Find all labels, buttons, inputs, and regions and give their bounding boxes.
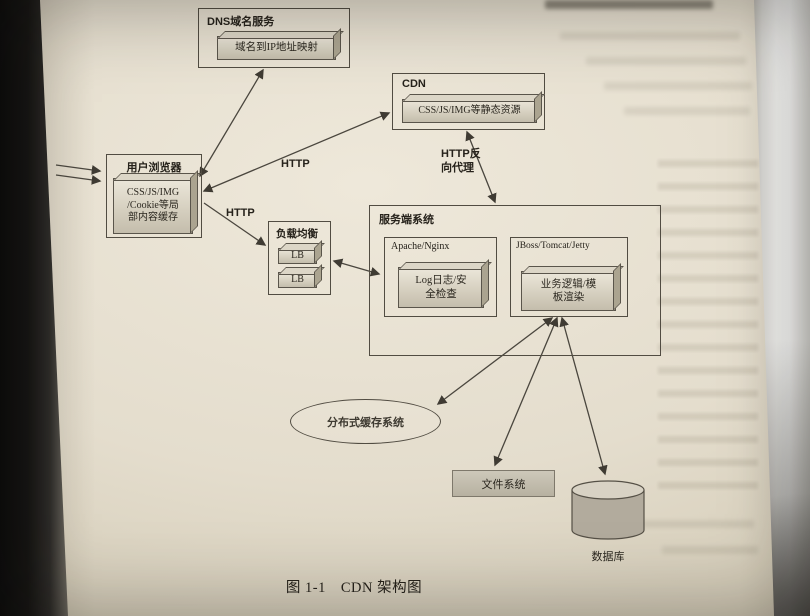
server-system-title: 服务端系统: [379, 214, 434, 226]
load-balancer-box: 负载均衡 LB LB: [268, 221, 331, 295]
bleed-through-text: [586, 57, 746, 65]
app-server-box: JBoss/Tomcat/Jetty 业务逻辑/模 板渲染: [510, 237, 628, 317]
arrow-user-input-2: [55, 174, 102, 185]
web-server-box: Apache/Nginx Log日志/安 全检查: [384, 237, 497, 317]
dns-mapping-box: 域名到IP地址映射: [217, 36, 336, 60]
cdn-static-assets-box: CSS/JS/IMG等静态资源: [402, 99, 537, 123]
database-cylinder: [571, 480, 645, 540]
dns-service-box: DNS域名服务 域名到IP地址映射: [198, 8, 350, 68]
edge-appserver-database: [559, 316, 608, 476]
edge-cdn-server: [465, 130, 497, 204]
http-label-lb: HTTP: [226, 207, 255, 219]
edge-browser-lb: [203, 202, 267, 246]
file-system-box: 文件系统: [452, 470, 555, 497]
web-server-title: Apache/Nginx: [391, 241, 450, 252]
business-logic-box: 业务逻辑/模 板渲染: [521, 271, 616, 311]
reverse-proxy-label: HTTP反 向代理: [441, 148, 481, 174]
app-server-title: JBoss/Tomcat/Jetty: [516, 241, 590, 251]
figure-caption: 图 1-1 CDN 架构图: [285, 580, 423, 596]
load-balancer-title: 负载均衡: [276, 228, 318, 240]
bleed-through-text: [624, 107, 750, 115]
server-system-box: 服务端系统 Apache/Nginx Log日志/安 全检查 JBoss/Tom…: [369, 205, 661, 356]
edge-browser-dns: [199, 68, 264, 178]
bleed-through-text: [604, 82, 752, 90]
bleed-through-text: [642, 520, 754, 528]
bleed-through-text: [662, 546, 758, 554]
bleed-through-text: [560, 32, 740, 40]
edge-browser-cdn: [202, 111, 391, 193]
bleed-through-column: [658, 160, 758, 500]
edge-appserver-filesystem: [493, 316, 559, 467]
cdn-title: CDN: [402, 78, 426, 90]
http-label-cdn: HTTP: [281, 158, 310, 170]
edge-lb-webserver: [332, 258, 381, 277]
blurred-header-text: [545, 0, 713, 9]
arrow-user-input-1: [55, 164, 102, 175]
browser-local-cache-box: CSS/JS/IMG /Cookie等局 部内容缓存: [113, 178, 193, 234]
user-browser-box: 用户浏览器 CSS/JS/IMG /Cookie等局 部内容缓存: [106, 154, 202, 238]
log-security-box: Log日志/安 全检查: [398, 267, 484, 308]
dns-service-title: DNS域名服务: [207, 16, 275, 28]
user-browser-title: 用户浏览器: [126, 162, 182, 174]
lb-node-2: LB: [278, 272, 317, 288]
database-label: 数据库: [591, 551, 625, 563]
cdn-box: CDN CSS/JS/IMG等静态资源: [392, 73, 545, 130]
lb-node-1: LB: [278, 248, 317, 264]
distributed-cache-ellipse: 分布式缓存系统: [290, 399, 441, 444]
